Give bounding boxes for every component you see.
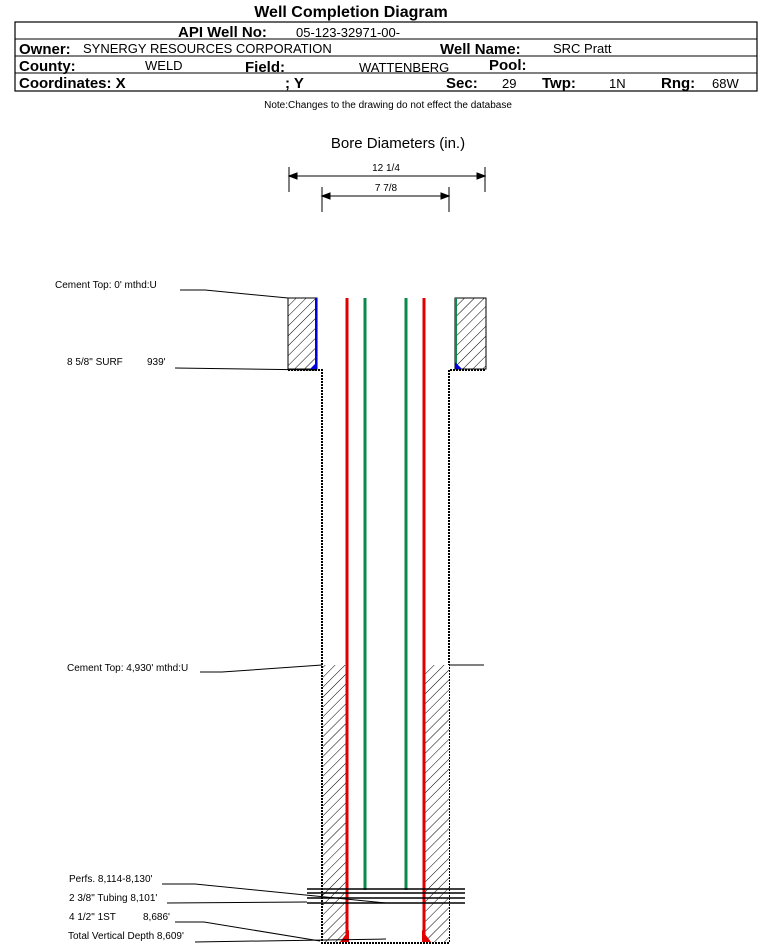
owner-value: SYNERGY RESOURCES CORPORATION <box>83 41 332 56</box>
surface-casing-depth: 939' <box>147 357 166 368</box>
field-label: Field: <box>245 59 285 76</box>
sec-value: 29 <box>502 76 516 91</box>
bore-outer-label: 12 1/4 <box>372 163 400 174</box>
bore-title: Bore Diameters (in.) <box>331 135 465 152</box>
bore-outer-dimension <box>287 167 487 192</box>
production-cement-left <box>323 665 347 942</box>
bore-inner-label: 7 7/8 <box>375 183 398 194</box>
sec-label: Sec: <box>446 75 478 92</box>
production-casing-label: 4 1/2" 1ST <box>69 912 116 923</box>
tubing-label: 2 3/8" Tubing 8,101' <box>69 893 157 904</box>
shoe-left-icon <box>310 362 317 369</box>
borehole-wall <box>288 369 486 944</box>
bore-inner-dimension <box>320 187 451 212</box>
diagram-title: Well Completion Diagram <box>254 4 448 21</box>
surface-cement-right <box>454 297 487 370</box>
perfs-label: Perfs. 8,114-8,130' <box>69 874 153 885</box>
note-text: Note:Changes to the drawing do not effec… <box>264 100 512 111</box>
header-table <box>14 21 758 92</box>
well-name-label: Well Name: <box>440 41 521 58</box>
api-label: API Well No: <box>178 24 267 41</box>
leader-lines <box>162 289 484 943</box>
well-name-value: SRC Pratt <box>553 41 612 56</box>
field-value: WATTENBERG <box>359 60 449 75</box>
rng-label: Rng: <box>661 75 695 92</box>
shoe-right-icon <box>455 362 462 369</box>
pool-label: Pool: <box>489 57 527 74</box>
cement-top-production-label: Cement Top: 4,930' mthd:U <box>67 663 188 674</box>
api-value: 05-123-32971-00- <box>296 25 400 40</box>
rng-value: 68W <box>712 76 739 91</box>
casing-shoe-right-icon <box>422 930 431 942</box>
county-label: County: <box>19 58 76 75</box>
tvd-label: Total Vertical Depth 8,609' <box>68 931 184 942</box>
coord-y-label: ; Y <box>285 75 304 92</box>
surface-cement-left <box>287 297 318 370</box>
production-casing-depth: 8,686' <box>143 912 170 923</box>
coord-x-label: Coordinates: X <box>19 75 126 92</box>
owner-label: Owner: <box>19 41 71 58</box>
casing-shoe-left-icon <box>340 930 349 942</box>
twp-label: Twp: <box>542 75 576 92</box>
cement-top-surface-label: Cement Top: 0' mthd:U <box>55 280 157 291</box>
county-value: WELD <box>145 58 183 73</box>
twp-value: 1N <box>609 76 626 91</box>
production-cement-right <box>425 665 449 942</box>
surface-casing-label: 8 5/8" SURF <box>67 357 123 368</box>
